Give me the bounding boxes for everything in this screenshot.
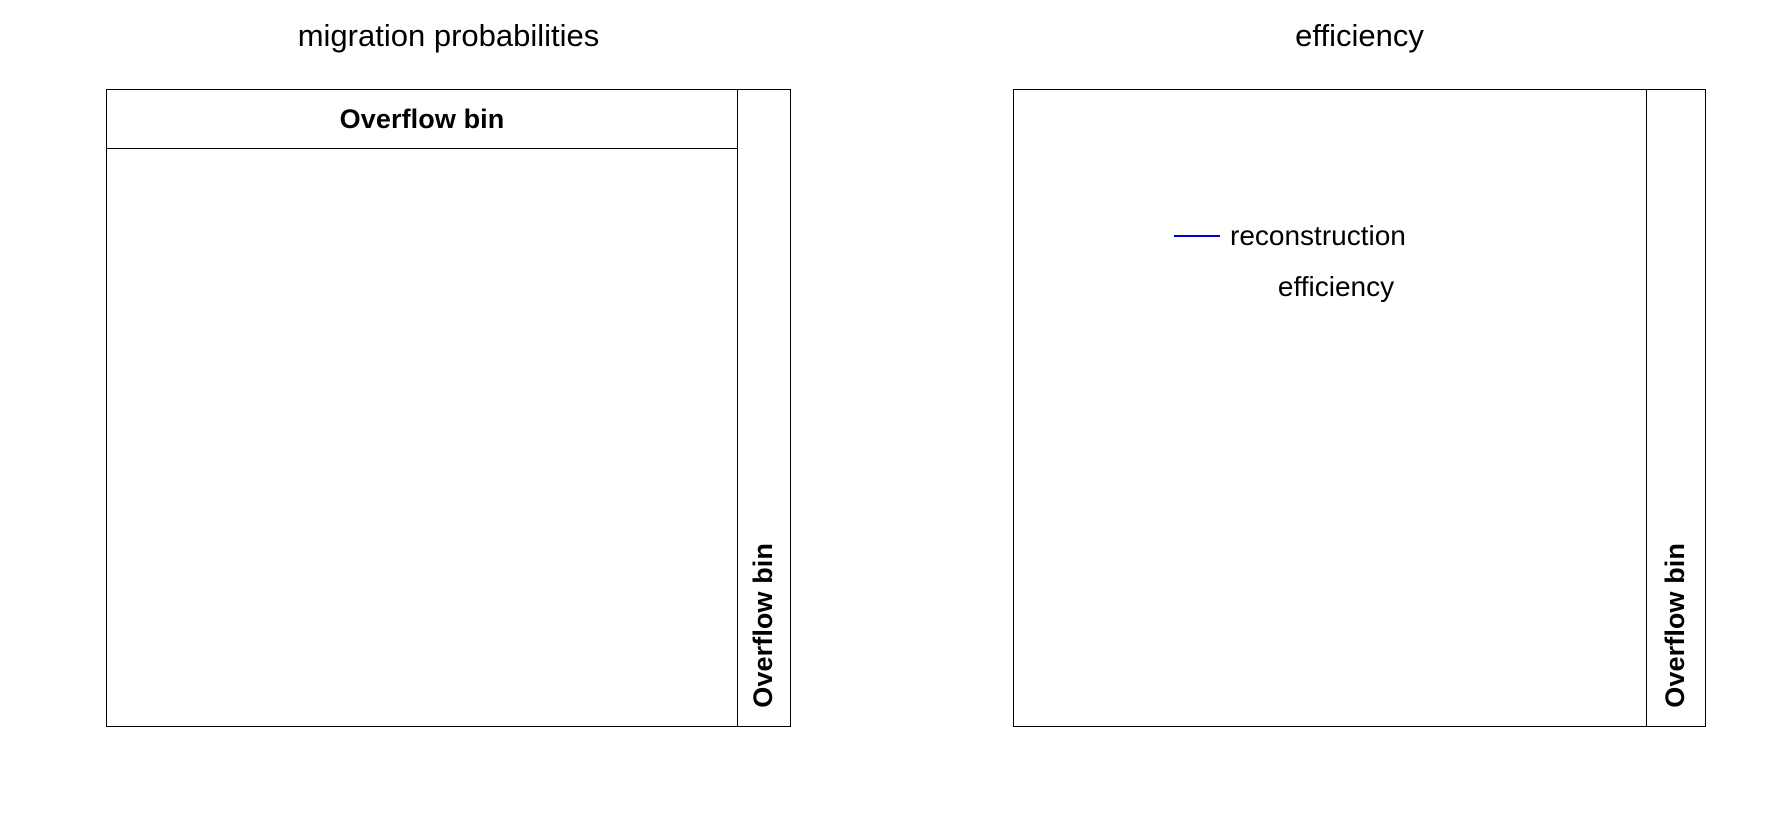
- legend-entry-reconstruction-efficiency: reconstruction: [1174, 222, 1524, 250]
- legend-efficiency: reconstruction efficiency: [1174, 222, 1524, 301]
- plot-frame-efficiency[interactable]: reconstruction efficiency Overflow bin: [1013, 89, 1706, 727]
- legend-label-line2: efficiency: [1277, 271, 1395, 302]
- overflow-bin-column-right[interactable]: Overflow bin: [1646, 90, 1704, 726]
- panel-title-efficiency: efficiency: [1295, 18, 1424, 53]
- plot-frame-migration-probabilities[interactable]: Overflow bin Overflow bin: [106, 89, 791, 727]
- plot-area-migration-probabilities[interactable]: [107, 149, 737, 725]
- overflow-bin-header-strip-left: Overflow bin: [107, 90, 737, 149]
- panel-title-migration-probabilities: migration probabilities: [297, 18, 600, 53]
- plot-area-efficiency[interactable]: [1014, 90, 1646, 725]
- legend-label-line1: reconstruction: [1230, 220, 1406, 251]
- overflow-bin-column-label-right: Overflow bin: [1660, 543, 1690, 708]
- legend-line-swatch-icon: [1174, 235, 1220, 237]
- overflow-bin-column-label-left: Overflow bin: [748, 543, 778, 708]
- overflow-bin-column-left[interactable]: Overflow bin: [737, 90, 789, 726]
- overflow-bin-header-label-left: Overflow bin: [339, 103, 505, 134]
